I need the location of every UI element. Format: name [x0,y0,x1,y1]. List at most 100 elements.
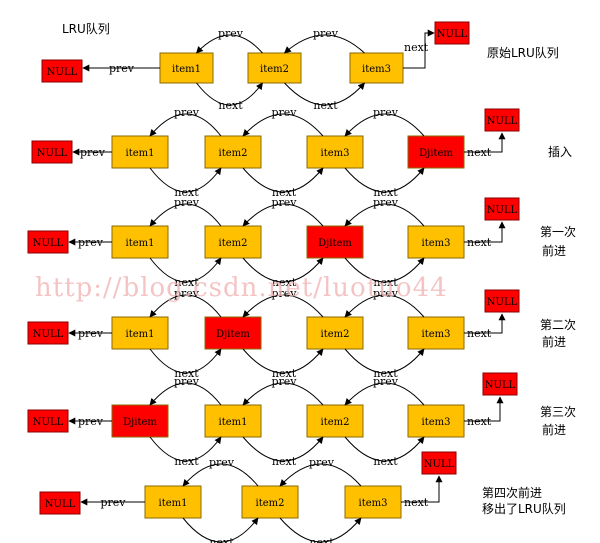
next-label: next [404,41,429,54]
prev-edge [242,382,324,406]
prev-label: prev [100,496,126,509]
prev-label: prev [313,27,339,40]
null-box-right [434,21,470,45]
null-label: NULL [37,148,68,159]
node-label: item1 [159,498,188,509]
node-label: item2 [321,329,350,340]
next-label: next [313,99,338,112]
null-box-right [484,197,520,221]
node-item1: item1 [204,404,262,438]
node-item1: item1 [111,316,169,350]
null-label: NULL [45,499,76,510]
row-caption: 原始LRU队列 [487,45,559,60]
diagram-title: LRU队列 [62,21,110,36]
next-edge [182,517,259,543]
null-box-right [482,372,518,396]
prev-label: prev [78,327,104,340]
null-label: NULL [47,67,78,78]
next-edge [242,167,324,193]
node-label: Djitem [419,148,453,159]
node-box [407,404,465,438]
node-box [349,52,404,84]
node-djitem: Djitem [111,404,169,438]
row-caption: 第一次 [540,225,576,239]
prev-edge [242,203,324,227]
prev-edge [283,34,365,54]
node-item2: item2 [204,135,262,169]
null-label: NULL [487,205,518,216]
prev-label: prev [78,415,104,428]
null-box-left [27,409,69,433]
null-box-right [484,289,520,313]
row-caption: 前进 [542,334,566,349]
prev-edge [149,203,222,227]
next-edge [344,348,425,374]
prev-label: prev [373,196,399,209]
node-item1: item1 [111,225,169,259]
prev-edge [149,382,222,406]
next-label: next [272,186,297,199]
next-label: next [272,276,297,289]
node-label: Djitem [318,238,352,249]
node-label: item2 [256,498,285,509]
prev-label: prev [271,375,297,388]
prev-edge [344,294,425,318]
node-label: item1 [172,64,201,75]
prev-label: prev [174,375,200,388]
node-label: item3 [422,417,451,428]
node-label: Djitem [123,417,157,428]
next-label: next [373,186,398,199]
prev-edge [242,294,324,318]
prev-label: prev [271,287,297,300]
prev-label: prev [209,456,235,469]
node-label: item1 [126,238,155,249]
node-box [344,485,402,519]
null-box-left [27,230,69,254]
null-label: NULL [424,459,455,470]
next-edge [149,257,222,283]
next-label: next [309,536,334,543]
row-caption: 移出了LRU队列 [482,501,566,516]
node-item2: item2 [306,404,364,438]
node-item2: item2 [306,316,364,350]
next-edge [344,257,425,283]
next-label: next [174,276,199,289]
prev-edge [149,113,222,137]
prev-label: prev [373,287,399,300]
node-box [407,135,465,169]
node-box [111,225,169,259]
node-label: item2 [321,417,350,428]
next-label: next [467,327,492,340]
node-item2: item2 [247,52,302,84]
node-label: item1 [126,148,155,159]
next-label: next [467,146,492,159]
node-box [247,52,302,84]
node-box [111,316,169,350]
row-caption: 第三次 [540,405,576,419]
node-box [204,316,262,350]
null-box-right [421,451,457,475]
prev-edge [344,382,425,406]
prev-edge [344,203,425,227]
prev-label: prev [309,456,335,469]
null-label: NULL [33,238,64,249]
node-label: item2 [219,148,248,159]
prev-edge [196,34,263,54]
prev-edge [149,294,222,318]
next-label: next [467,415,492,428]
node-box [407,225,465,259]
next-label: next [272,455,297,468]
node-item2: item2 [241,485,299,519]
node-box [111,135,169,169]
node-djitem: Djitem [407,135,465,169]
tail-next-edge [401,475,443,503]
next-edge [196,82,263,106]
next-label: next [373,276,398,289]
node-label: item3 [321,148,350,159]
node-item1: item1 [111,135,169,169]
